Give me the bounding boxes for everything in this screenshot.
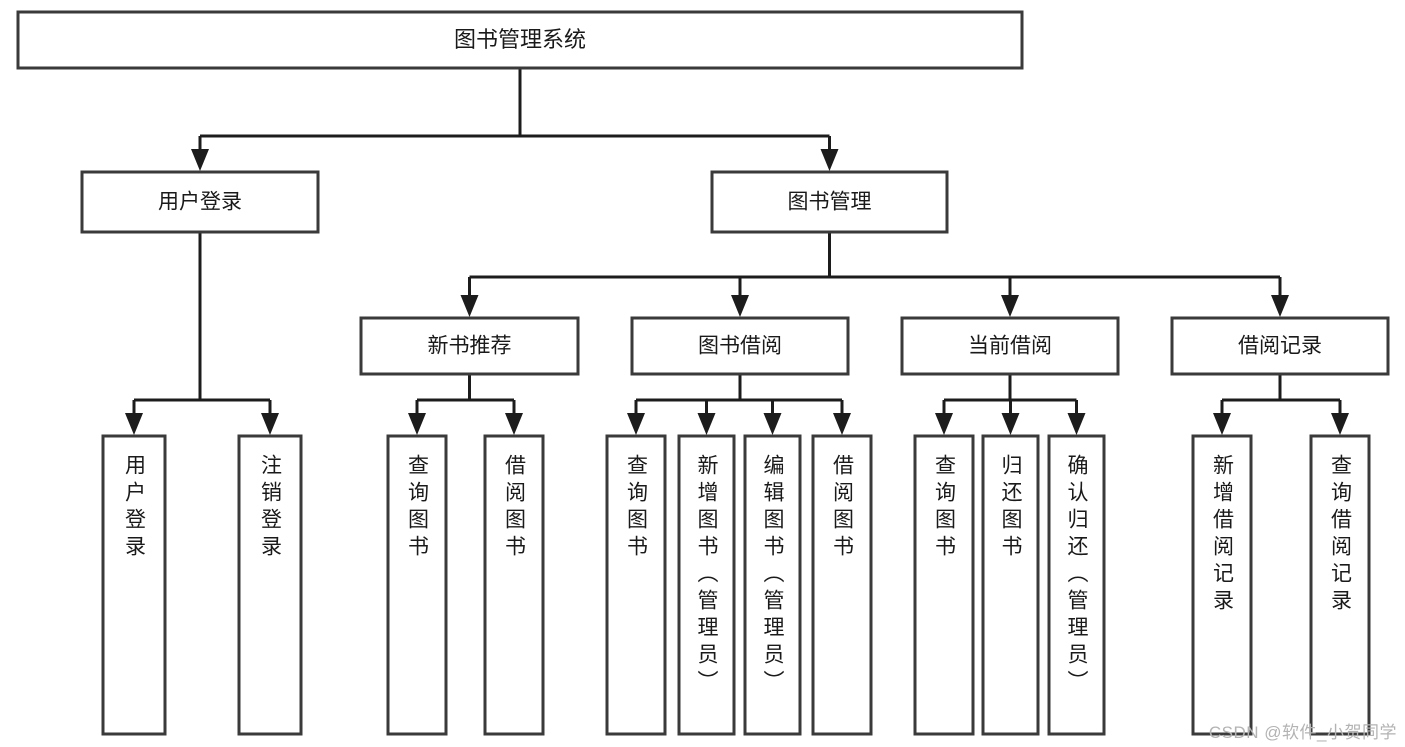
node-leaf-add-book[interactable] bbox=[677, 434, 736, 736]
arrow-to-leaf-query-book-cur bbox=[935, 413, 953, 435]
arrow-to-borrow-record bbox=[1271, 295, 1289, 317]
node-box[interactable] bbox=[483, 434, 545, 736]
arrow-to-leaf-user-login bbox=[125, 413, 143, 435]
arrow-to-leaf-query-book-rec bbox=[408, 413, 426, 435]
node-box[interactable] bbox=[1191, 434, 1253, 736]
node-leaf-query-book-bor[interactable] bbox=[605, 434, 667, 736]
node-leaf-query-book-rec[interactable] bbox=[386, 434, 448, 736]
node-box[interactable] bbox=[237, 434, 303, 736]
node-label: 图书借阅 bbox=[698, 335, 782, 358]
node-label: 用户登录 bbox=[158, 191, 242, 214]
arrow-to-leaf-logout bbox=[261, 413, 279, 435]
node-leaf-query-book-cur[interactable] bbox=[913, 434, 975, 736]
node-box[interactable] bbox=[1309, 434, 1371, 736]
arrow-to-leaf-add-book bbox=[697, 413, 716, 435]
arrow-to-leaf-query-book-bor bbox=[627, 413, 645, 435]
arrow-to-book-borrow bbox=[731, 295, 749, 317]
node-user-login[interactable]: 用户登录 bbox=[80, 170, 320, 234]
node-box[interactable] bbox=[1047, 434, 1106, 736]
node-box[interactable] bbox=[677, 434, 736, 736]
node-leaf-query-record[interactable] bbox=[1309, 434, 1371, 736]
arrow-to-new-book-rec bbox=[460, 295, 479, 317]
node-box[interactable] bbox=[743, 434, 802, 736]
arrow-to-leaf-return-book bbox=[1001, 413, 1020, 435]
arrow-to-leaf-borrow-book-rec bbox=[505, 413, 523, 435]
node-book-manage[interactable]: 图书管理 bbox=[710, 170, 949, 234]
csdn-watermark: CSDN @软件_小贺同学 bbox=[1208, 723, 1397, 742]
node-box[interactable] bbox=[900, 316, 1120, 376]
node-leaf-borrow-book-bor[interactable] bbox=[811, 434, 873, 736]
node-box[interactable] bbox=[386, 434, 448, 736]
node-leaf-return-book[interactable] bbox=[981, 434, 1040, 736]
arrow-to-leaf-borrow-book-bor bbox=[833, 413, 851, 435]
node-box[interactable] bbox=[710, 170, 949, 234]
connector-layer bbox=[125, 68, 1349, 435]
node-box[interactable] bbox=[1170, 316, 1390, 376]
node-box[interactable] bbox=[630, 316, 850, 376]
node-box[interactable] bbox=[811, 434, 873, 736]
node-box[interactable] bbox=[913, 434, 975, 736]
node-box[interactable] bbox=[359, 316, 580, 376]
arrow-to-leaf-confirm-return bbox=[1067, 413, 1086, 435]
node-box[interactable] bbox=[101, 434, 167, 736]
node-box[interactable] bbox=[80, 170, 320, 234]
node-borrow-record[interactable]: 借阅记录 bbox=[1170, 316, 1390, 376]
node-new-book-rec[interactable]: 新书推荐 bbox=[359, 316, 580, 376]
node-leaf-edit-book[interactable] bbox=[743, 434, 802, 736]
arrow-to-leaf-edit-book bbox=[763, 413, 782, 435]
node-label: 新书推荐 bbox=[428, 335, 512, 358]
node-leaf-add-record[interactable] bbox=[1191, 434, 1253, 736]
node-label: 借阅记录 bbox=[1238, 335, 1322, 358]
node-leaf-borrow-book-rec[interactable] bbox=[483, 434, 545, 736]
node-current-borrow[interactable]: 当前借阅 bbox=[900, 316, 1120, 376]
arrow-to-current-borrow bbox=[1001, 295, 1019, 317]
node-leaf-user-login[interactable] bbox=[101, 434, 167, 736]
node-box[interactable] bbox=[981, 434, 1040, 736]
node-box[interactable] bbox=[16, 10, 1024, 70]
node-leaf-logout[interactable] bbox=[237, 434, 303, 736]
node-label: 当前借阅 bbox=[968, 335, 1052, 358]
node-label: 图书管理系统 bbox=[454, 27, 586, 52]
node-leaf-confirm-return[interactable] bbox=[1047, 434, 1106, 736]
node-box[interactable] bbox=[605, 434, 667, 736]
arrow-to-user-login bbox=[191, 149, 209, 171]
node-root[interactable]: 图书管理系统 bbox=[16, 10, 1024, 70]
arrow-to-leaf-add-record bbox=[1213, 413, 1231, 435]
node-book-borrow[interactable]: 图书借阅 bbox=[630, 316, 850, 376]
node-label: 图书管理 bbox=[788, 191, 872, 214]
arrow-to-leaf-query-record bbox=[1331, 413, 1349, 435]
arrow-to-book-manage bbox=[820, 149, 839, 171]
